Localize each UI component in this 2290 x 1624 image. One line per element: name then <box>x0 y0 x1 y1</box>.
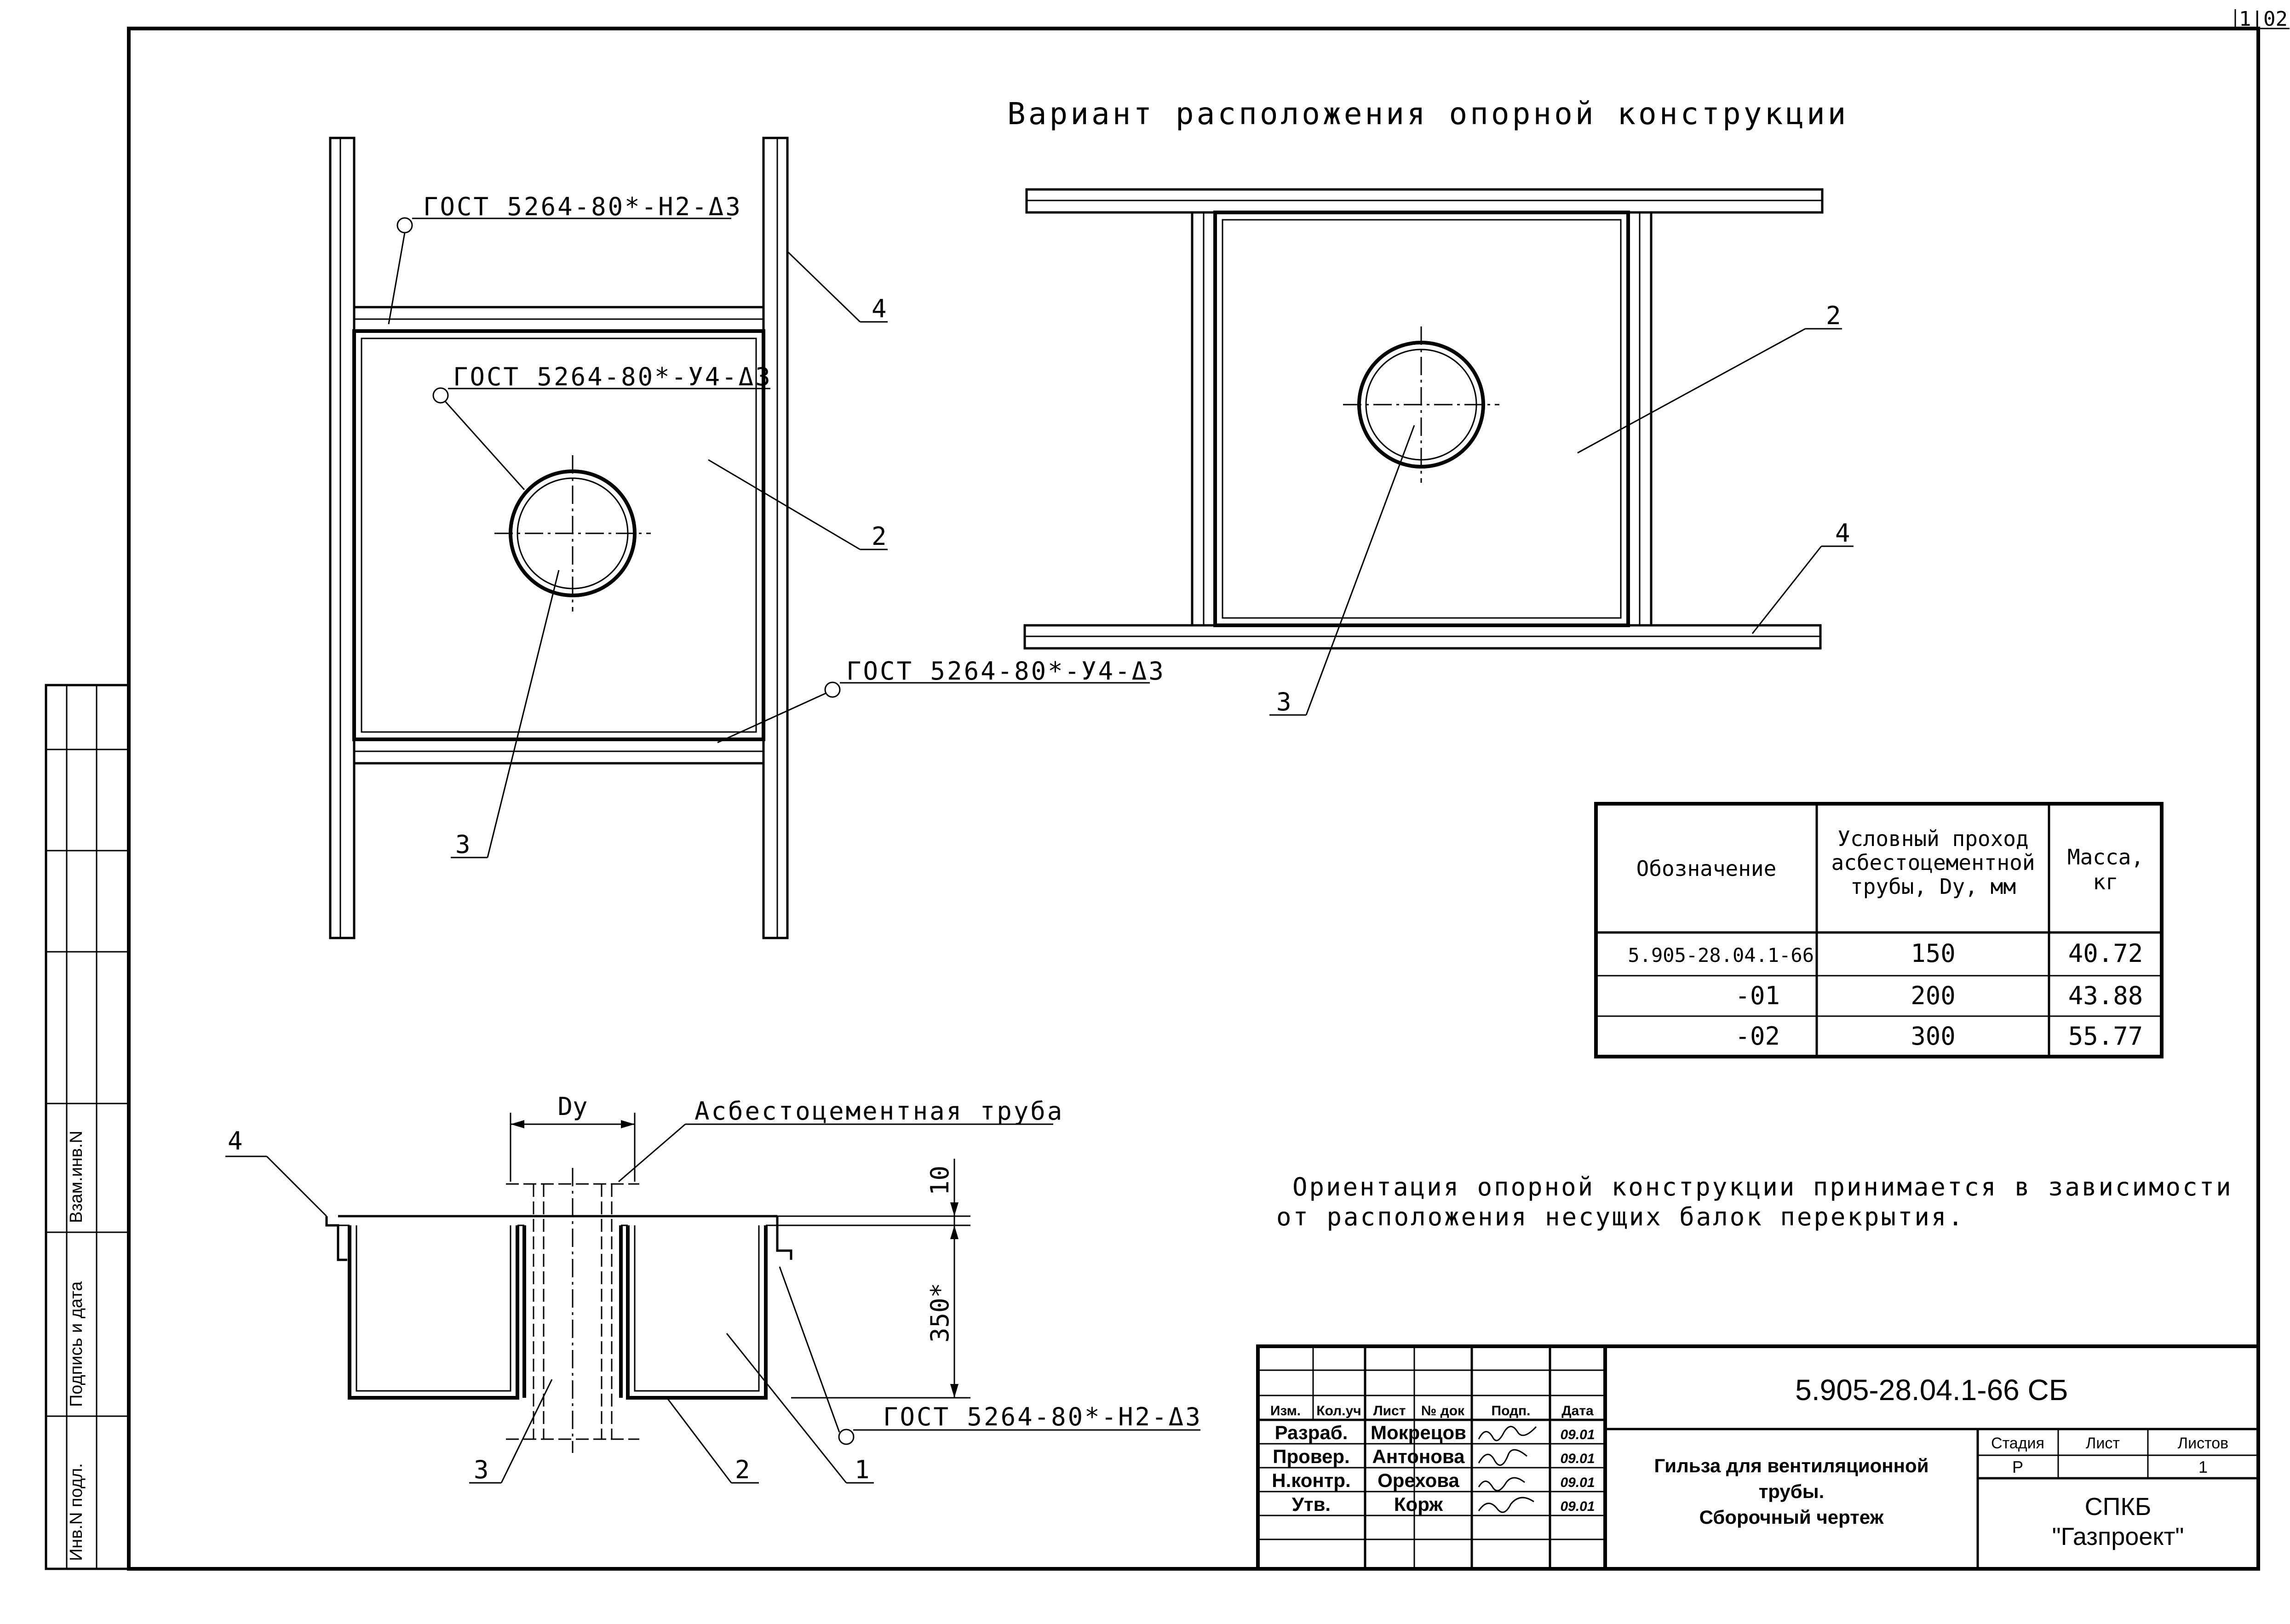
tb-role: Провер. <box>1273 1446 1349 1467</box>
spec-header-dy-3: трубы, Dy, мм <box>1850 874 2016 899</box>
spec-row-dy: 300 <box>1911 1022 1956 1051</box>
section-pipe-label: Асбестоцементная труба <box>694 1097 1064 1126</box>
variant-pos-3: 3 <box>1276 687 1291 716</box>
section-pos-1: 1 <box>855 1455 870 1484</box>
spec-header-dy-1: Условный проход <box>1837 826 2028 851</box>
tb-sheet-label: Лист <box>2086 1435 2120 1452</box>
plan-pos-3: 3 <box>455 830 471 859</box>
tb-sheets-label: Листов <box>2178 1435 2228 1452</box>
plan-weld-top-label: ГОСТ 5264-80*-Н2-Δ3 <box>423 192 742 221</box>
plan-view <box>329 137 1150 939</box>
sheet-frame <box>127 9 2290 1571</box>
section-view <box>225 1113 1200 1484</box>
section-dim-350: 350* <box>925 1283 954 1343</box>
plan-pos-2: 2 <box>872 522 887 551</box>
tb-name: Корж <box>1394 1493 1443 1515</box>
section-pos-3: 3 <box>474 1455 489 1484</box>
tb-sheets-value: 1 <box>2198 1458 2208 1476</box>
plan-weld-bottom-label: ГОСТ 5264-80*-У4-Δ3 <box>846 657 1165 686</box>
section-weld-label: ГОСТ 5264-80*-Н2-Δ3 <box>883 1402 1202 1431</box>
tb-col-list: Лист <box>1373 1403 1406 1418</box>
title-line-2: трубы. <box>1759 1481 1825 1502</box>
spec-header-mass-1: Масса, <box>2067 845 2144 869</box>
spec-header-dy-2: асбестоцементной <box>1831 850 2035 875</box>
spec-row-mass: 40.72 <box>2068 939 2143 968</box>
tb-role: Утв. <box>1292 1493 1331 1515</box>
variant-title: Вариант расположения опорной конструкции <box>1007 96 1848 132</box>
variant-pos-4: 4 <box>1835 519 1850 548</box>
spec-row-dy: 200 <box>1911 981 1956 1010</box>
tb-date: 09.01 <box>1560 1451 1595 1466</box>
tb-col-doc: № док <box>1421 1403 1465 1418</box>
tb-stage-label: Стадия <box>1991 1435 2044 1452</box>
page-number: 1|02 <box>2239 7 2288 31</box>
tb-col-izm: Изм. <box>1270 1403 1301 1418</box>
tb-name: Антонова <box>1372 1446 1465 1467</box>
title-code: 5.905-28.04.1-66 СБ <box>1795 1373 2068 1407</box>
spec-header-designation: Обозначение <box>1636 856 1777 881</box>
title-block <box>1256 1344 2260 1571</box>
tb-col-kol: Кол.уч <box>1316 1403 1361 1418</box>
spec-table <box>1594 802 2164 1058</box>
title-line-3: Сборочный чертеж <box>1699 1506 1884 1528</box>
side-stamp <box>45 684 130 1570</box>
spec-row-mass: 55.77 <box>2068 1022 2143 1051</box>
section-dim-dy: Dy <box>557 1092 587 1121</box>
variant-view <box>1023 188 1854 716</box>
tb-name: Орехова <box>1377 1470 1459 1491</box>
title-line-1: Гильза для вентиляционной <box>1654 1455 1928 1476</box>
tb-date: 09.01 <box>1560 1499 1595 1514</box>
tb-date: 09.01 <box>1560 1427 1595 1442</box>
tb-role: Разраб. <box>1275 1422 1348 1443</box>
section-pos-4: 4 <box>228 1127 243 1155</box>
side-stamp-vzam: Взам.инв.N <box>67 1131 86 1223</box>
tb-col-date: Дата <box>1561 1403 1594 1418</box>
tb-col-sign: Подп. <box>1492 1403 1531 1418</box>
tb-name: Мокрецов <box>1371 1422 1466 1443</box>
spec-header-mass-2: кг <box>2093 869 2118 894</box>
note-line-1: Ориентация опорной конструкции принимает… <box>1292 1172 2233 1201</box>
spec-row-designation: -02 <box>1735 1022 1780 1051</box>
spec-row-mass: 43.88 <box>2068 981 2143 1010</box>
tb-role: Н.контр. <box>1272 1470 1350 1491</box>
org-line-2: "Газпроект" <box>2052 1523 2184 1550</box>
plan-weld-hole-label: ГОСТ 5264-80*-У4-Δ3 <box>453 362 772 391</box>
plan-pos-4: 4 <box>872 294 887 323</box>
spec-row-dy: 150 <box>1911 939 1956 968</box>
side-stamp-signature: Подпись и дата <box>67 1281 86 1407</box>
tb-date: 09.01 <box>1560 1475 1595 1490</box>
variant-pos-2: 2 <box>1826 301 1841 330</box>
signature-marks <box>1478 1426 1537 1513</box>
section-dim-10: 10 <box>925 1166 954 1195</box>
spec-row-designation: 5.905-28.04.1-66 <box>1628 944 1814 966</box>
spec-row-designation: -01 <box>1735 981 1780 1010</box>
org-line-1: СПКБ <box>2085 1493 2152 1521</box>
tb-stage-value: Р <box>2012 1458 2023 1476</box>
section-pos-2: 2 <box>735 1455 750 1484</box>
side-stamp-inv: Инв.N подл. <box>67 1463 86 1561</box>
note-line-2: от расположения несущих балок перекрытия… <box>1276 1202 1965 1231</box>
